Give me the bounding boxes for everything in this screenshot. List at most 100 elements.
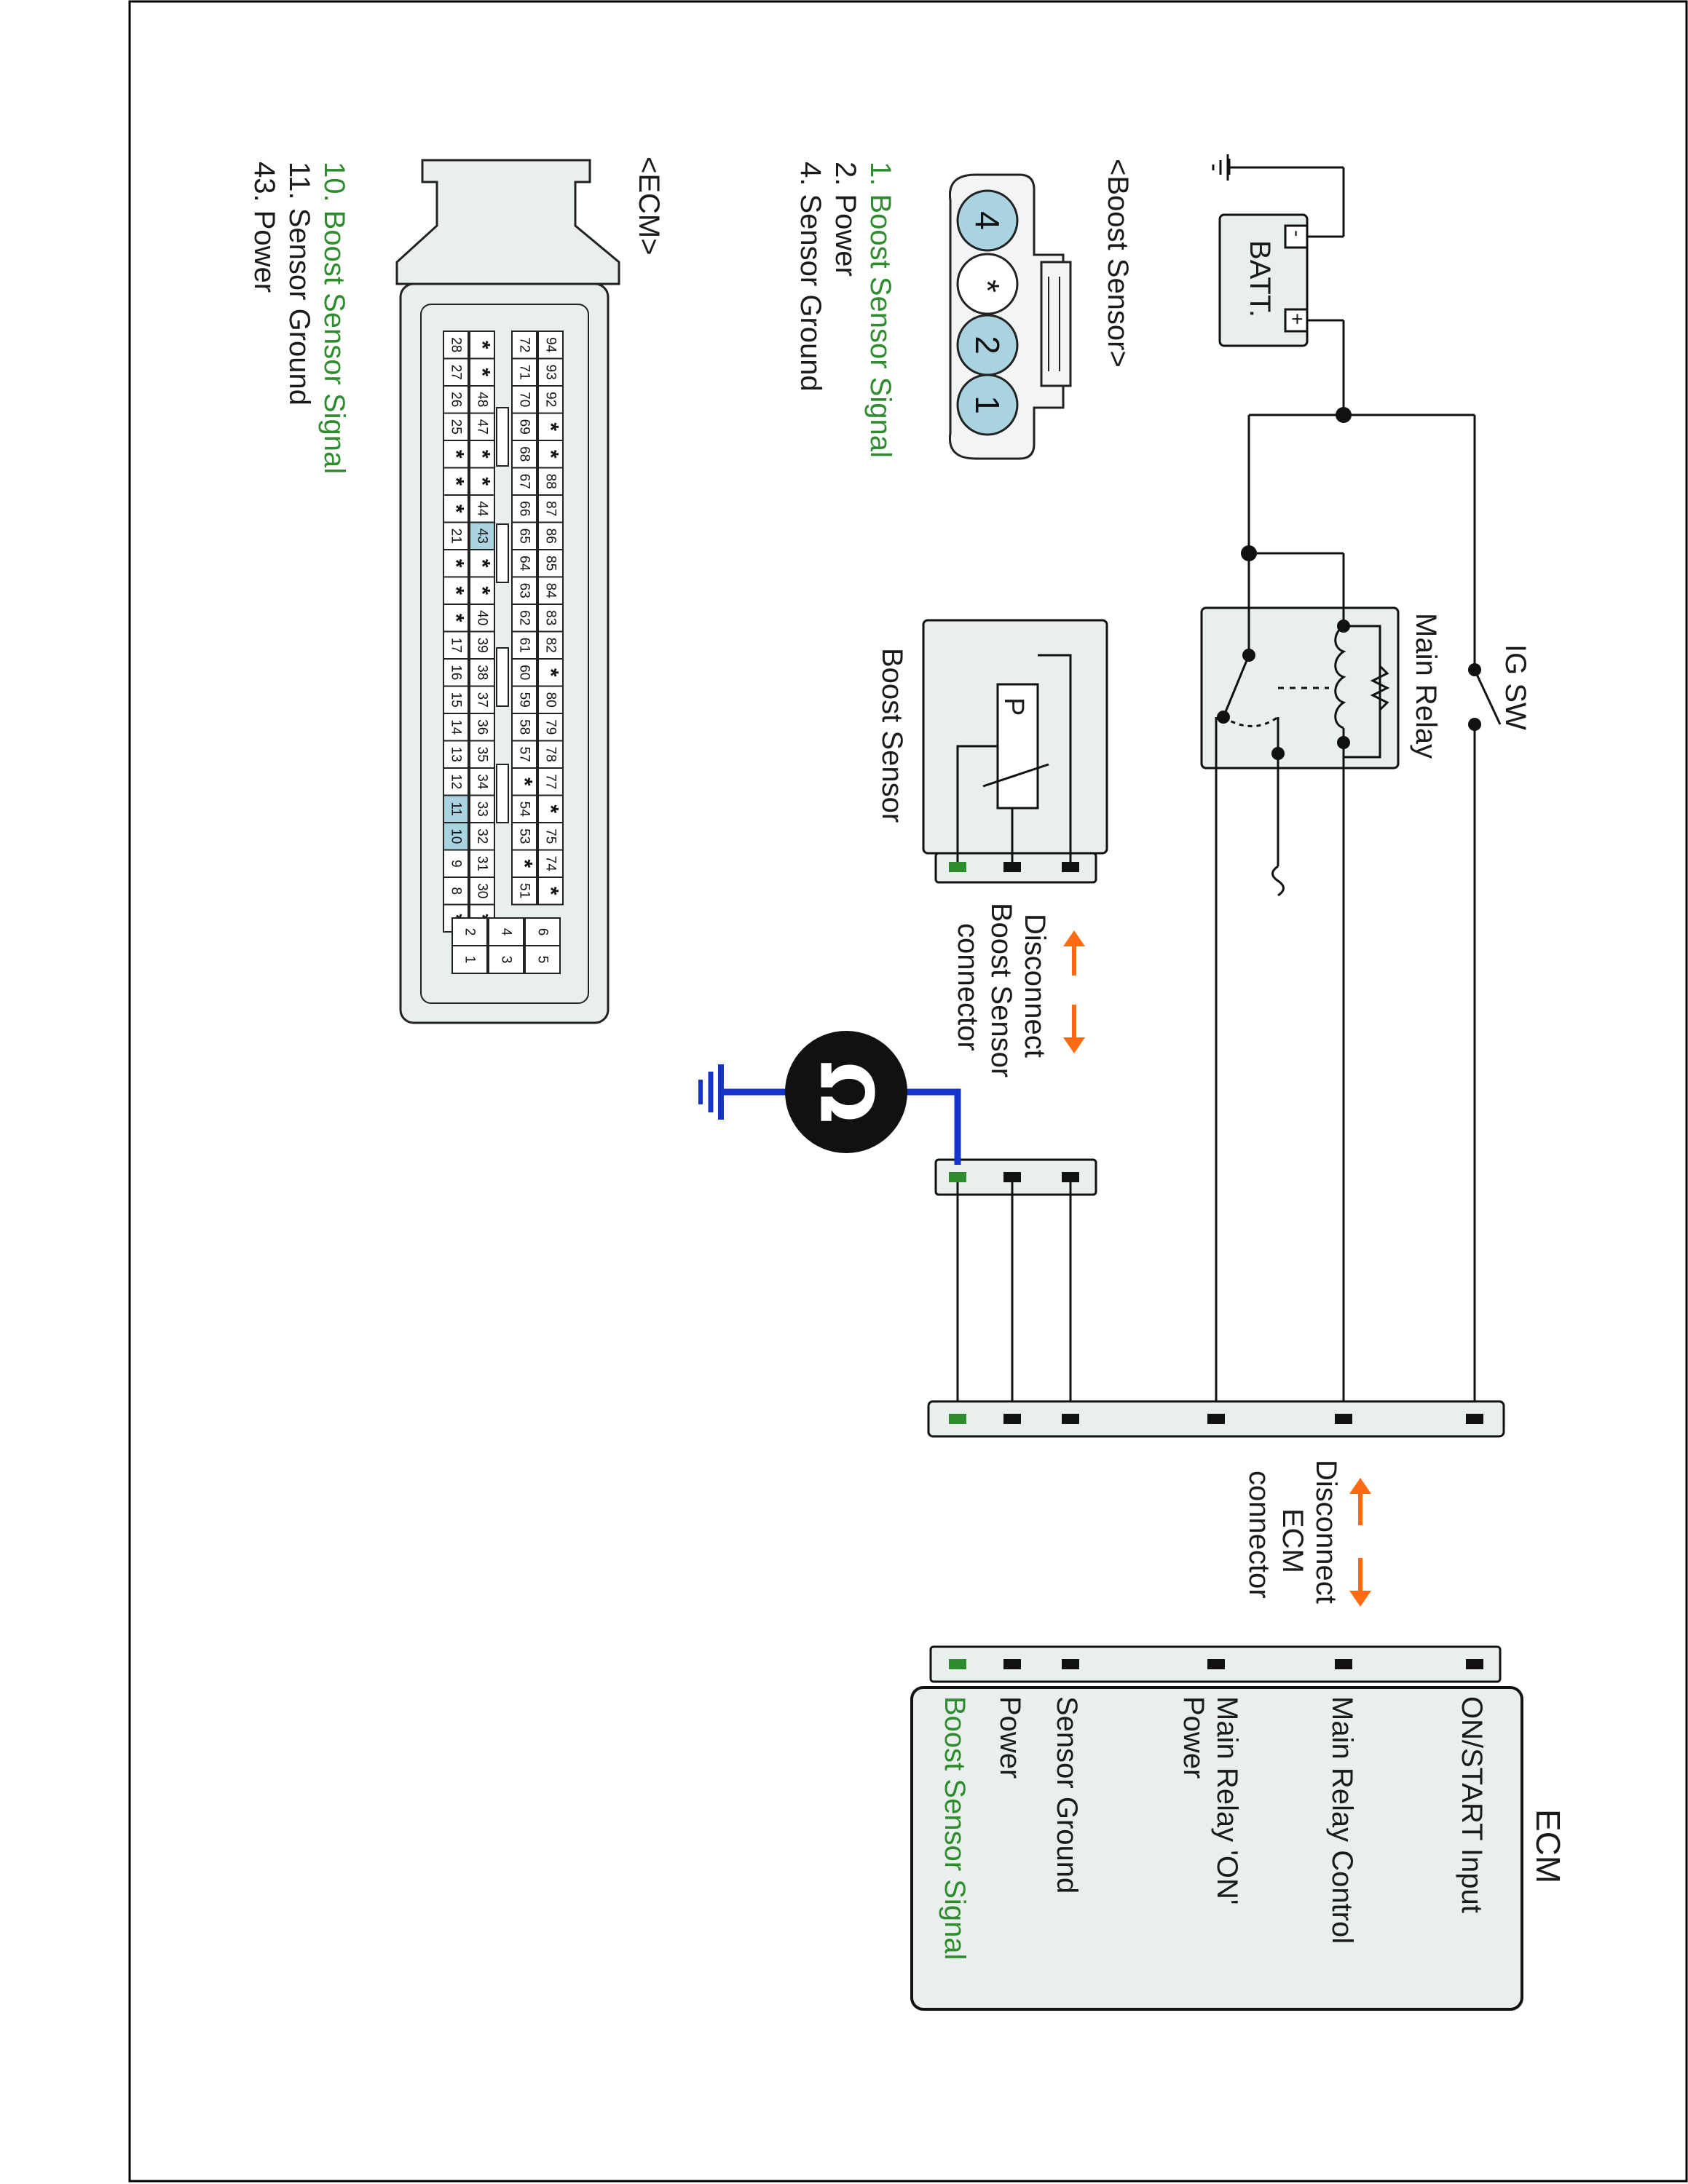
ecm-pin-label: 53 [517,828,532,844]
ecm-legend-ground: 11. Sensor Ground [283,162,315,405]
ecm-pin-cell [511,822,537,851]
ecm-small-pin-label: 1 [462,956,478,964]
ecm-grid-divider [496,407,509,467]
ecm-pin-label: 82 [543,638,559,653]
ecm-pin-label: 37 [475,692,490,708]
ecm-connector-view: <ECM> 949392**88878685848382*80797877*75… [248,157,665,1024]
ecm-pin-cell [443,385,469,414]
ecm-pin-label: * [539,668,563,677]
ohmmeter-icon [785,1031,907,1153]
ecm-pin-label: 72 [517,337,532,352]
battery-label: BATT. [1244,240,1276,317]
ecm-pin-cell [469,740,495,769]
ecm-pin-cell [469,576,495,605]
ecm-pin-cell [537,357,564,387]
ecm-small-pin-cell [451,945,488,974]
ecm-pin-label: 66 [517,501,532,516]
ecm-pin-label: 32 [475,828,490,844]
ecm-pin-label: 83 [543,610,559,625]
ecm-pin-cell [511,685,537,714]
ecm-pin-label: 54 [517,802,532,818]
ecm-terminal-labels: ON/START Input Main Relay Control Main R… [939,1696,1488,1960]
ecm-pin-cell [469,794,495,823]
ecm-terminal-relay-on-power: Power [1178,1696,1210,1779]
relay-coil [1334,625,1346,729]
ecm-terminal-relay-on: Main Relay 'ON' [1211,1696,1243,1904]
ecm-terminal-boost-signal: Boost Sensor Signal [939,1696,971,1960]
disconnect-ecm-line3: connector [1243,1471,1275,1599]
ecm-pin-cell [469,767,495,796]
ecm-pin-label: 74 [543,856,559,872]
ecm-pin-label: * [470,477,494,486]
ecm-pin-cell [537,767,564,796]
ecm-pin-cell [537,440,564,469]
ecm-pin-label: 84 [543,583,559,599]
ecm-pin-label: * [470,586,494,595]
ecm-pin-cell [511,494,537,523]
ecm-pin-label: 86 [543,529,559,544]
boost-legend-signal: 1. Boost Sensor Signal [864,162,896,458]
ohm-symbol: Ω [804,1061,889,1123]
ecm-pin-label: 8 [449,887,464,895]
ecm-pin-label: 9 [449,860,464,868]
boost-sensor-connector-title: <Boost Sensor> [1102,159,1134,368]
disconnect-boost-sensor-note: Disconnect Boost Sensor connector [952,903,1085,1077]
ecm-pin-cell [537,713,564,742]
ecm-pin-label: * [539,450,563,459]
disconnect-sensor-line1: Disconnect [1019,914,1051,1058]
disconnect-ecm-line1: Disconnect [1310,1460,1342,1604]
ecm-pin-label: * [470,559,494,568]
ecm-pin-cell [443,604,469,633]
battery-ground-icon [1212,154,1229,181]
ecm-pin-cell [469,877,495,906]
page-frame [128,0,1688,2183]
ig-switch-contact [1473,669,1502,725]
ecm-pin-label: 39 [475,638,490,653]
disconnect-arrows-icon [1063,930,1085,1053]
relay-switch-contact [1222,654,1250,718]
ecm-pin-label: * [470,368,494,376]
ecm-pin-cell [537,385,564,414]
boost-legend-power: 2. Power [829,162,861,277]
ecm-connector-clip [395,159,620,285]
main-relay-label: Main Relay [1410,613,1442,759]
boost-sensor-label: Boost Sensor [876,648,908,823]
ecm-small-pin-label: 3 [499,956,514,964]
ecm-pin-label: 38 [475,665,490,680]
ecm-pin-label: * [470,450,494,459]
ecm-small-pin-cell [488,945,524,974]
ecm-pin-cell [443,494,469,523]
boost-legend-ground: 4. Sensor Ground [794,162,827,392]
ecm-pin-label: 85 [543,555,559,571]
ig-switch-label: IG SW [1499,644,1531,730]
ecm-pin-label: 30 [475,883,490,898]
ecm-pin-label: 93 [543,365,559,380]
ecm-pin-label: 47 [475,419,490,435]
ecm-grid-divider [496,523,509,583]
ecm-pin-cell [443,658,469,687]
ecm-pin-label: * [444,450,468,459]
ecm-pin-label: 17 [449,638,464,653]
ecm-pin-cell [511,877,537,906]
ecm-pin-label: 77 [543,774,559,789]
ecm-pin-cell [443,412,469,441]
ecm-pin-label: * [444,586,468,595]
ecm-pin-label: 78 [543,747,559,762]
ecm-pin-cell [511,412,537,441]
ecm-pin-label: 28 [449,337,464,352]
ecm-pin-label: * [444,505,468,513]
ecm-small-pin-label: 5 [535,956,551,964]
ecm-pin-label: 71 [517,365,532,380]
ecm-pin-cell [511,713,537,742]
ecm-terminal-sensor-ground: Sensor Ground [1051,1696,1083,1894]
boost-pin-blank [956,253,1019,315]
ecm-pin-label: 65 [517,529,532,544]
boost-pin-star-label: * [969,280,1006,293]
ecm-pin-cell [443,713,469,742]
ecm-pin-label: 88 [543,474,559,489]
ecm-pin-cell [443,357,469,387]
ecm-pin-cell [469,440,495,469]
ecm-pin-cell [511,767,537,796]
ecm-pin-cell [469,604,495,633]
disconnect-sensor-line3: connector [952,923,984,1051]
